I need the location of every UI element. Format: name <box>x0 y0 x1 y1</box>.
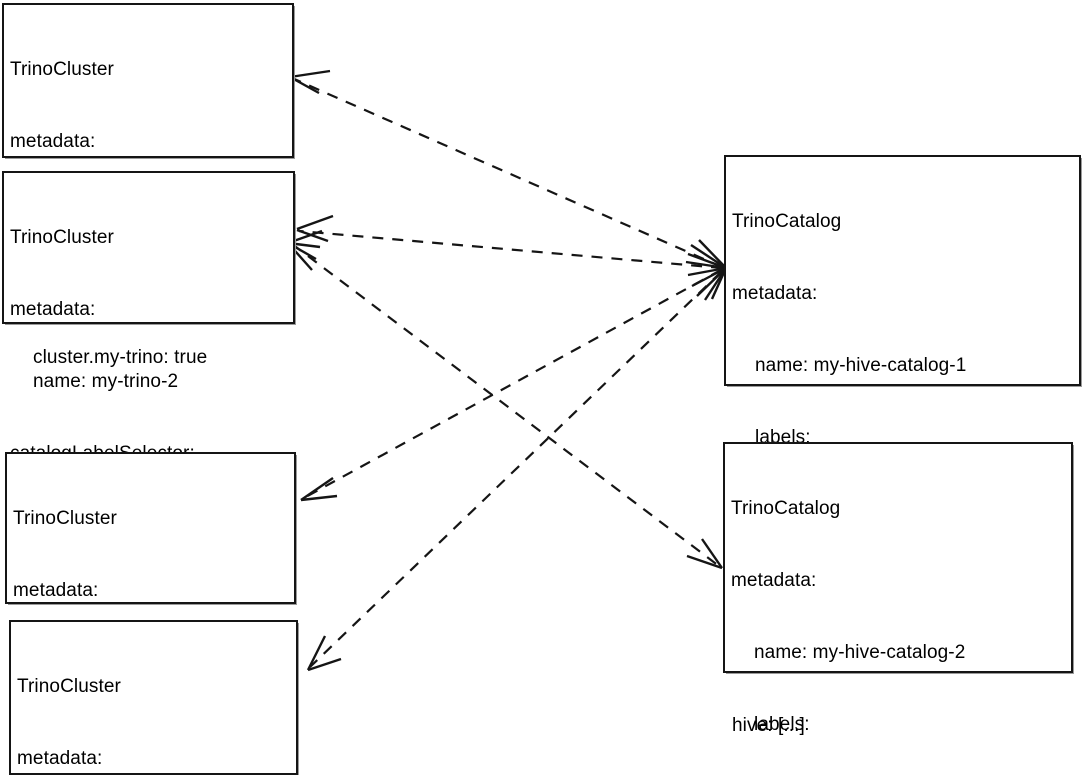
node-line: TrinoCluster <box>10 59 114 80</box>
node-line: metadata: <box>732 283 818 304</box>
arrowhead-hub-catalog1 <box>685 239 728 301</box>
node-line: labels: <box>754 714 810 735</box>
node-line: TrinoCatalog <box>731 498 841 519</box>
arrowhead-cluster1 <box>289 69 331 95</box>
node-cluster-my-trino-green[interactable]: TrinoCluster metadata: name: my-trino-gr… <box>9 620 298 775</box>
edge-catalog1-to-cluster-blue <box>301 269 722 500</box>
node-line: TrinoCluster <box>13 508 117 529</box>
node-line: TrinoCatalog <box>732 211 842 232</box>
node-line: metadata: <box>10 299 96 320</box>
node-body: TrinoCluster metadata: name: my-trino-gr… <box>11 622 296 775</box>
arrowhead-cluster-green <box>306 635 342 672</box>
node-catalog-my-hive-catalog-1[interactable]: TrinoCatalog metadata: name: my-hive-cat… <box>724 155 1081 736</box>
arrowhead-cluster-blue <box>300 477 338 502</box>
edge-catalog2-to-cluster2 <box>291 243 720 567</box>
node-catalog-my-hive-catalog-2[interactable]: TrinoCatalog metadata: name: my-hive-cat… <box>723 442 1073 735</box>
node-line: metadata: <box>731 570 817 591</box>
node-line: metadata: <box>13 580 99 601</box>
node-line: name: my-hive-catalog-2 <box>754 642 966 663</box>
node-line: TrinoCluster <box>17 676 121 697</box>
arrowhead-catalog2 <box>686 538 723 570</box>
node-cluster-my-trino-blue[interactable]: TrinoCluster metadata: name: my-trino-bl… <box>5 452 296 745</box>
node-cluster-my-trino[interactable]: TrinoCluster metadata: name: my-trino ca… <box>2 3 294 368</box>
node-line: metadata: <box>10 131 96 152</box>
edge-catalog1-to-cluster-green <box>309 271 722 668</box>
node-line: hive: [...] <box>732 715 805 736</box>
edge-catalog1-to-cluster1 <box>291 76 723 269</box>
node-body: TrinoCatalog metadata: name: my-hive-cat… <box>725 444 1071 775</box>
edge-catalog1-to-cluster2 <box>298 229 723 270</box>
node-line: metadata: <box>17 748 103 769</box>
node-cluster-my-trino-2[interactable]: TrinoCluster metadata: name: my-trino-2 … <box>2 171 295 536</box>
node-line: TrinoCluster <box>10 227 114 248</box>
node-line: cluster.my-trino: true <box>33 347 208 368</box>
node-line: name: my-hive-catalog-1 <box>755 355 967 376</box>
node-line: name: my-trino-2 <box>33 371 179 392</box>
